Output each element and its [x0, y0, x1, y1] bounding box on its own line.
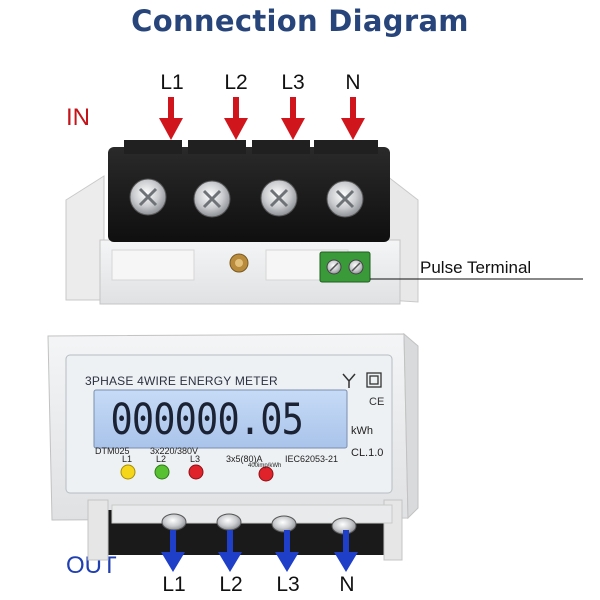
screw-icon — [193, 180, 231, 218]
led-label-l2: L2 — [156, 454, 167, 464]
screw-icon — [260, 179, 298, 217]
pulse-rate: 400imp/kWh — [248, 463, 282, 469]
lcd-reading: 000000.05 — [110, 395, 304, 445]
reading-unit: kWh — [351, 425, 373, 437]
screw-icon — [326, 180, 364, 218]
screw-icon — [271, 515, 297, 533]
meter-caption: 3PHASE 4WIRE ENERGY METER — [85, 374, 278, 388]
down-arrow-icon — [341, 97, 365, 140]
top-phase-label-l1: L1 — [160, 71, 184, 94]
down-arrow-icon — [159, 97, 183, 140]
bottom-phase-label-n: N — [339, 573, 355, 596]
top-phase-label-n: N — [345, 71, 361, 94]
down-arrow-icon — [218, 530, 242, 572]
standard-number: IEC62053-21 — [285, 454, 339, 464]
led-yellow — [120, 464, 136, 480]
screw-icon — [129, 178, 167, 216]
down-arrow-icon — [275, 530, 299, 572]
led-label-l3: L3 — [190, 454, 201, 464]
double-square-icon — [366, 372, 382, 388]
model-number: DTM025 — [95, 446, 130, 456]
led-green — [154, 464, 170, 480]
voltage-rating: 3x220/380V — [150, 446, 199, 456]
led-red — [188, 464, 204, 480]
pulse-terminal-block — [319, 251, 371, 283]
top-phase-label-l3: L3 — [281, 71, 305, 94]
top-phase-label-l2: L2 — [224, 71, 248, 94]
down-arrow-icon — [334, 530, 358, 572]
lcd-panel — [93, 389, 348, 449]
in-label: IN — [66, 104, 90, 131]
pulse-terminal-label: Pulse Terminal — [420, 258, 532, 277]
bottom-phase-label-l2: L2 — [219, 573, 243, 596]
top-left-wing — [65, 175, 105, 301]
bottom-phase-label-l1: L1 — [162, 573, 186, 596]
screw-icon — [161, 513, 187, 531]
led-label-l1: L1 — [122, 454, 133, 464]
led-pulse-red — [258, 466, 274, 482]
accuracy-class: CL.1.0 — [351, 447, 384, 459]
ce-mark-icon: CE — [369, 396, 385, 408]
screw-icon — [216, 513, 242, 531]
top-terminal-block — [108, 147, 390, 242]
down-arrow-icon — [281, 97, 305, 140]
down-arrow-icon — [224, 97, 248, 140]
page-title: Connection Diagram — [131, 4, 469, 38]
current-rating: 3x5(80)A — [226, 454, 263, 464]
down-arrow-icon — [161, 530, 185, 572]
y-symbol-icon — [342, 373, 356, 388]
top-base-panel-left — [111, 249, 195, 281]
bottom-phase-label-l3: L3 — [276, 573, 300, 596]
